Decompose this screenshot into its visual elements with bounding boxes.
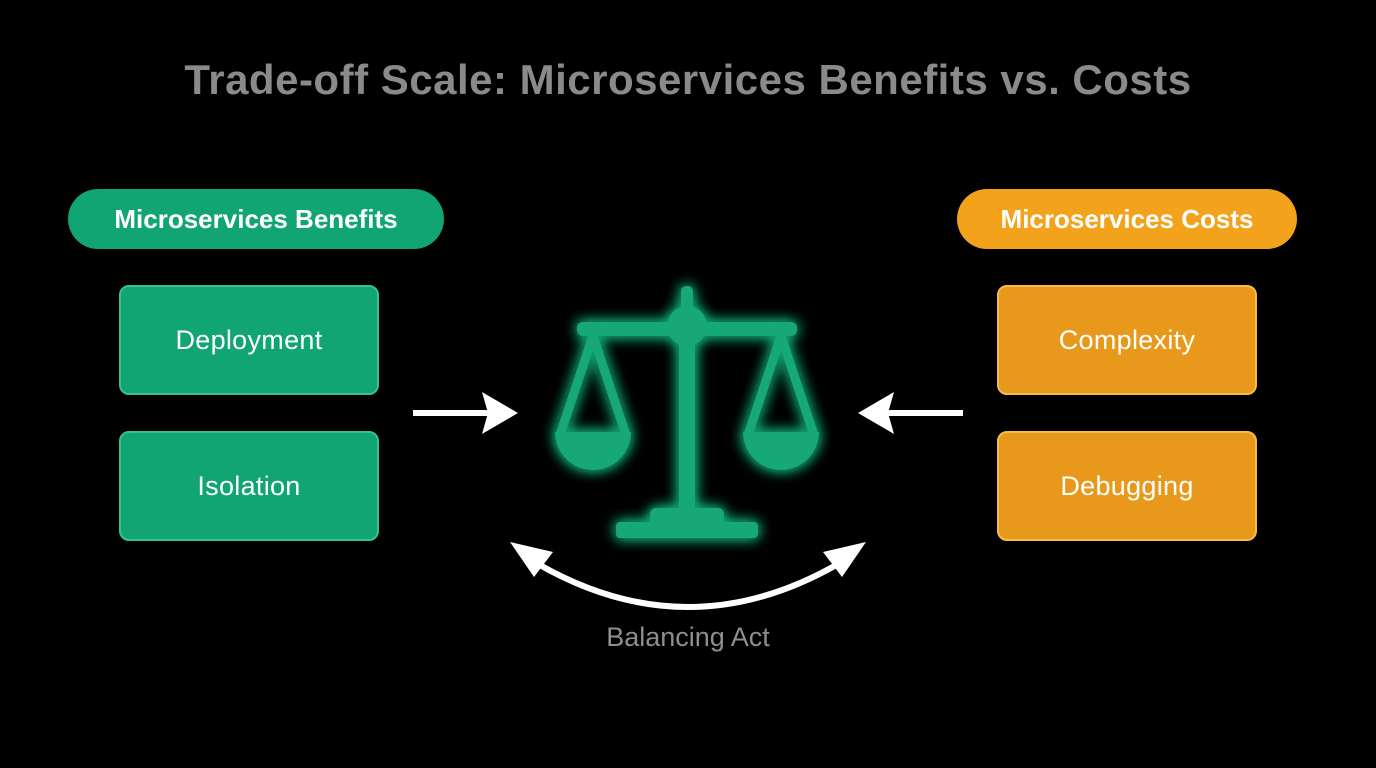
balancing-act-label: Balancing Act — [606, 622, 770, 652]
balancing-curved-arrow-icon — [510, 542, 866, 610]
arrow-right-icon — [413, 392, 518, 434]
diagram-title: Trade-off Scale: Microservices Benefits … — [184, 56, 1192, 103]
benefit-card-isolation: Isolation — [119, 431, 379, 541]
cost-card-debugging: Debugging — [997, 431, 1257, 541]
arrow-left-icon — [858, 392, 963, 434]
costs-header-pill: Microservices Costs — [957, 189, 1297, 249]
cost-card-complexity: Complexity — [997, 285, 1257, 395]
balance-scale-icon — [555, 286, 819, 538]
benefit-card-deployment: Deployment — [119, 285, 379, 395]
benefits-header-pill: Microservices Benefits — [68, 189, 444, 249]
